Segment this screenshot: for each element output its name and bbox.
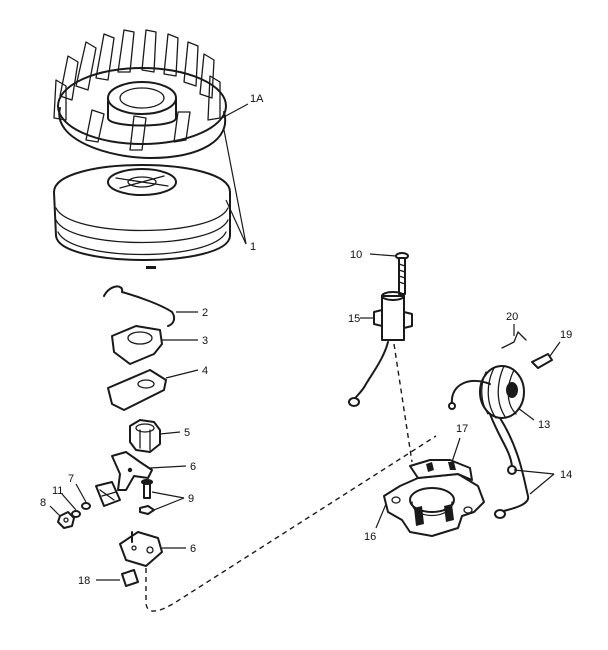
part-5-nut: 5 — [129, 419, 190, 453]
callout-label-13: 13 — [538, 419, 550, 431]
callout-label-19: 19 — [560, 329, 572, 341]
part-6-breaker-arm: 6 — [95, 451, 196, 507]
part-4-plate: 4 — [107, 365, 208, 411]
part-13-ignition-coil: 13 — [448, 365, 550, 431]
part-18-block: 18 — [78, 569, 139, 587]
part-11-washer: 11 — [52, 485, 81, 518]
callout-label-15: 15 — [348, 313, 360, 325]
callout-label-1A: 1A — [250, 93, 264, 105]
callout-label-14: 14 — [560, 469, 572, 481]
callout-label-9: 9 — [188, 493, 194, 505]
part-3-bracket: 3 — [111, 325, 208, 365]
part-15-condenser: 15 — [348, 291, 413, 407]
callout-label-6b: 6 — [190, 543, 196, 555]
part-17-coil-bracket: 17 — [409, 423, 473, 481]
callout-label-2: 2 — [202, 307, 208, 319]
callout-label-20: 20 — [506, 311, 518, 323]
callout-label-1: 1 — [250, 241, 256, 253]
part-16-coil-base: 16 — [364, 473, 485, 543]
callout-label-8: 8 — [40, 497, 46, 509]
part-14-lead-wires: 14 — [489, 413, 572, 519]
part-9-screws: 9 — [139, 479, 194, 515]
callout-label-10: 10 — [350, 249, 362, 261]
callout-label-4: 4 — [202, 365, 208, 377]
callout-label-7: 7 — [68, 473, 74, 485]
callout-label-5: 5 — [184, 427, 190, 439]
callout-label-18: 18 — [78, 575, 90, 587]
callout-label-17: 17 — [456, 423, 468, 435]
part-10-screw: 10 — [350, 249, 409, 295]
part-6-mounting-plate: 6 — [119, 531, 196, 567]
callout-label-6a: 6 — [190, 461, 196, 473]
assembly-dashed-path — [145, 435, 437, 612]
condenser-dashed-line — [393, 343, 413, 463]
flywheel — [53, 164, 231, 269]
callout-1A: 1A — [221, 93, 264, 119]
part-19-small-screw: 19 — [531, 329, 572, 369]
part-8-nut: 8 — [40, 497, 75, 529]
part-20-wire-clip: 20 — [501, 311, 527, 349]
callout-label-16: 16 — [364, 531, 376, 543]
callout-1: 1 — [223, 129, 256, 253]
callout-label-11: 11 — [52, 485, 63, 497]
part-7-washer: 7 — [68, 473, 91, 510]
callout-label-3: 3 — [202, 335, 208, 347]
part-2-spring-clip: 2 — [103, 285, 208, 327]
flywheel-fan — [53, 29, 227, 159]
